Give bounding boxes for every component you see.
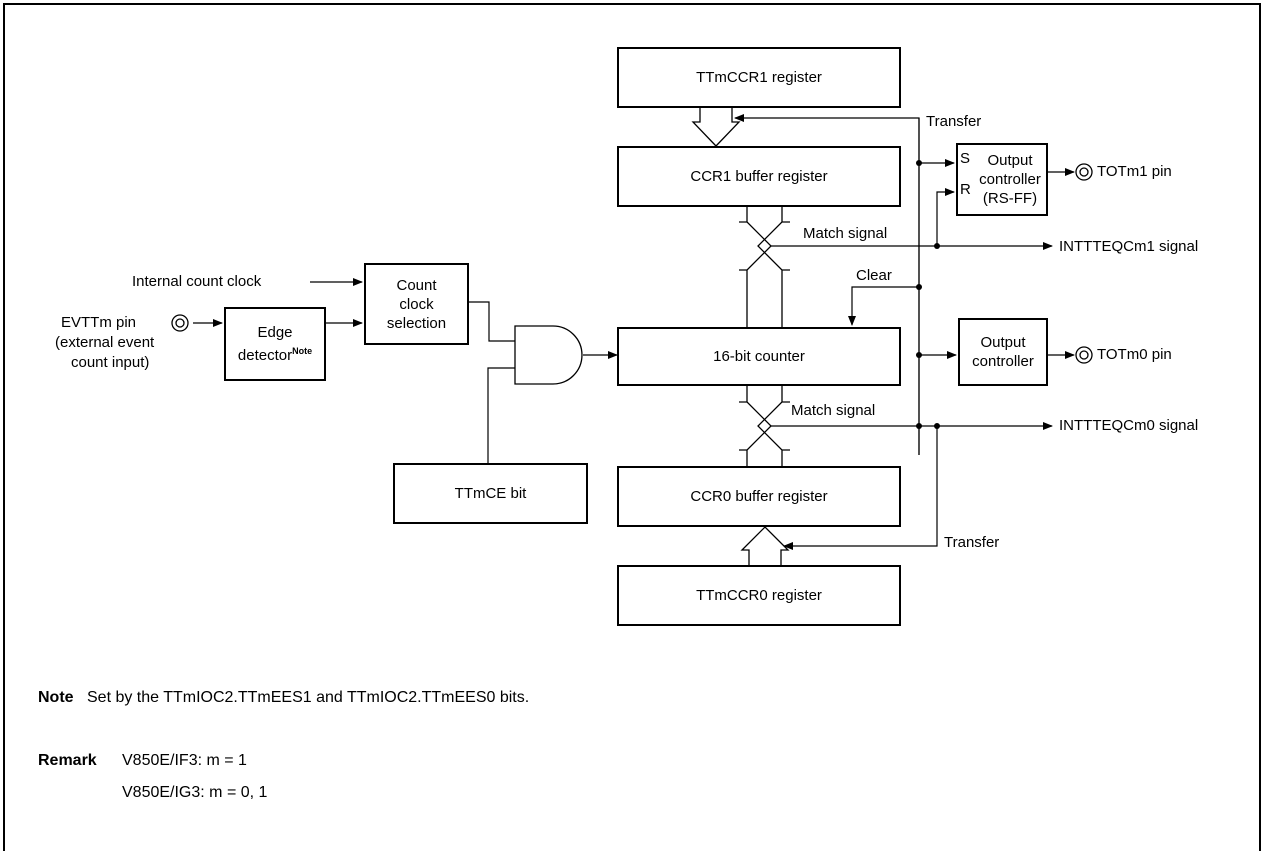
ccr1-buffer-register: CCR1 buffer register xyxy=(617,146,901,207)
and-gate xyxy=(514,325,583,385)
note-heading: Note xyxy=(38,689,74,706)
bus-ccr1-counter xyxy=(739,207,790,327)
count-clock-selection: Count clock selection xyxy=(364,263,469,345)
evttm-pin-label: EVTTm pin xyxy=(61,314,137,331)
totm1-pin-label: TOTm1 pin xyxy=(1097,163,1172,180)
remark-line-1: V850E/IF3: m = 1 xyxy=(122,752,247,769)
ccr0-buffer-register: CCR0 buffer register xyxy=(617,466,901,527)
sixteen-bit-counter: 16-bit counter xyxy=(617,327,901,386)
evttm-desc-1: (external event xyxy=(55,334,155,351)
remark-heading: Remark xyxy=(38,752,97,769)
evttm-desc-2: count input) xyxy=(71,354,150,371)
transfer-bottom-label: Transfer xyxy=(944,534,1000,551)
inttteqcm1-label: INTTTEQCm1 signal xyxy=(1059,238,1199,255)
remark-line-2: V850E/IG3: m = 0, 1 xyxy=(122,784,268,801)
edge-detector: Edge detectorNote xyxy=(224,307,326,381)
clear-label: Clear xyxy=(856,267,892,284)
output-controller-0: Output controller xyxy=(958,318,1048,386)
transfer-top-label: Transfer xyxy=(926,113,982,130)
bus-arrow-ccr1 xyxy=(691,108,741,147)
inttteqcm0-label: INTTTEQCm0 signal xyxy=(1059,417,1199,434)
match-signal-bottom-label: Match signal xyxy=(791,402,876,419)
match-signal-top-label: Match signal xyxy=(803,225,888,242)
note-text: Set by the TTmIOC2.TTmEES1 and TTmIOC2.T… xyxy=(87,689,530,706)
totm0-pin-label: TOTm0 pin xyxy=(1097,346,1172,363)
ttmccr0-register: TTmCCR0 register xyxy=(617,565,901,626)
output-controller-rs-ff: Output controller (RS-FF) xyxy=(956,143,1048,216)
ff-r-label: R xyxy=(960,181,971,198)
pin-symbols xyxy=(171,163,1093,364)
ff-s-label: S xyxy=(960,150,971,167)
internal-count-clock-label: Internal count clock xyxy=(132,273,262,290)
clear-line xyxy=(848,286,919,326)
ttmce-bit: TTmCE bit xyxy=(393,463,588,524)
ttmccr1-register: TTmCCR1 register xyxy=(617,47,901,108)
bus-arrow-ccr0 xyxy=(740,526,790,565)
transfer-bottom-line xyxy=(783,428,938,550)
